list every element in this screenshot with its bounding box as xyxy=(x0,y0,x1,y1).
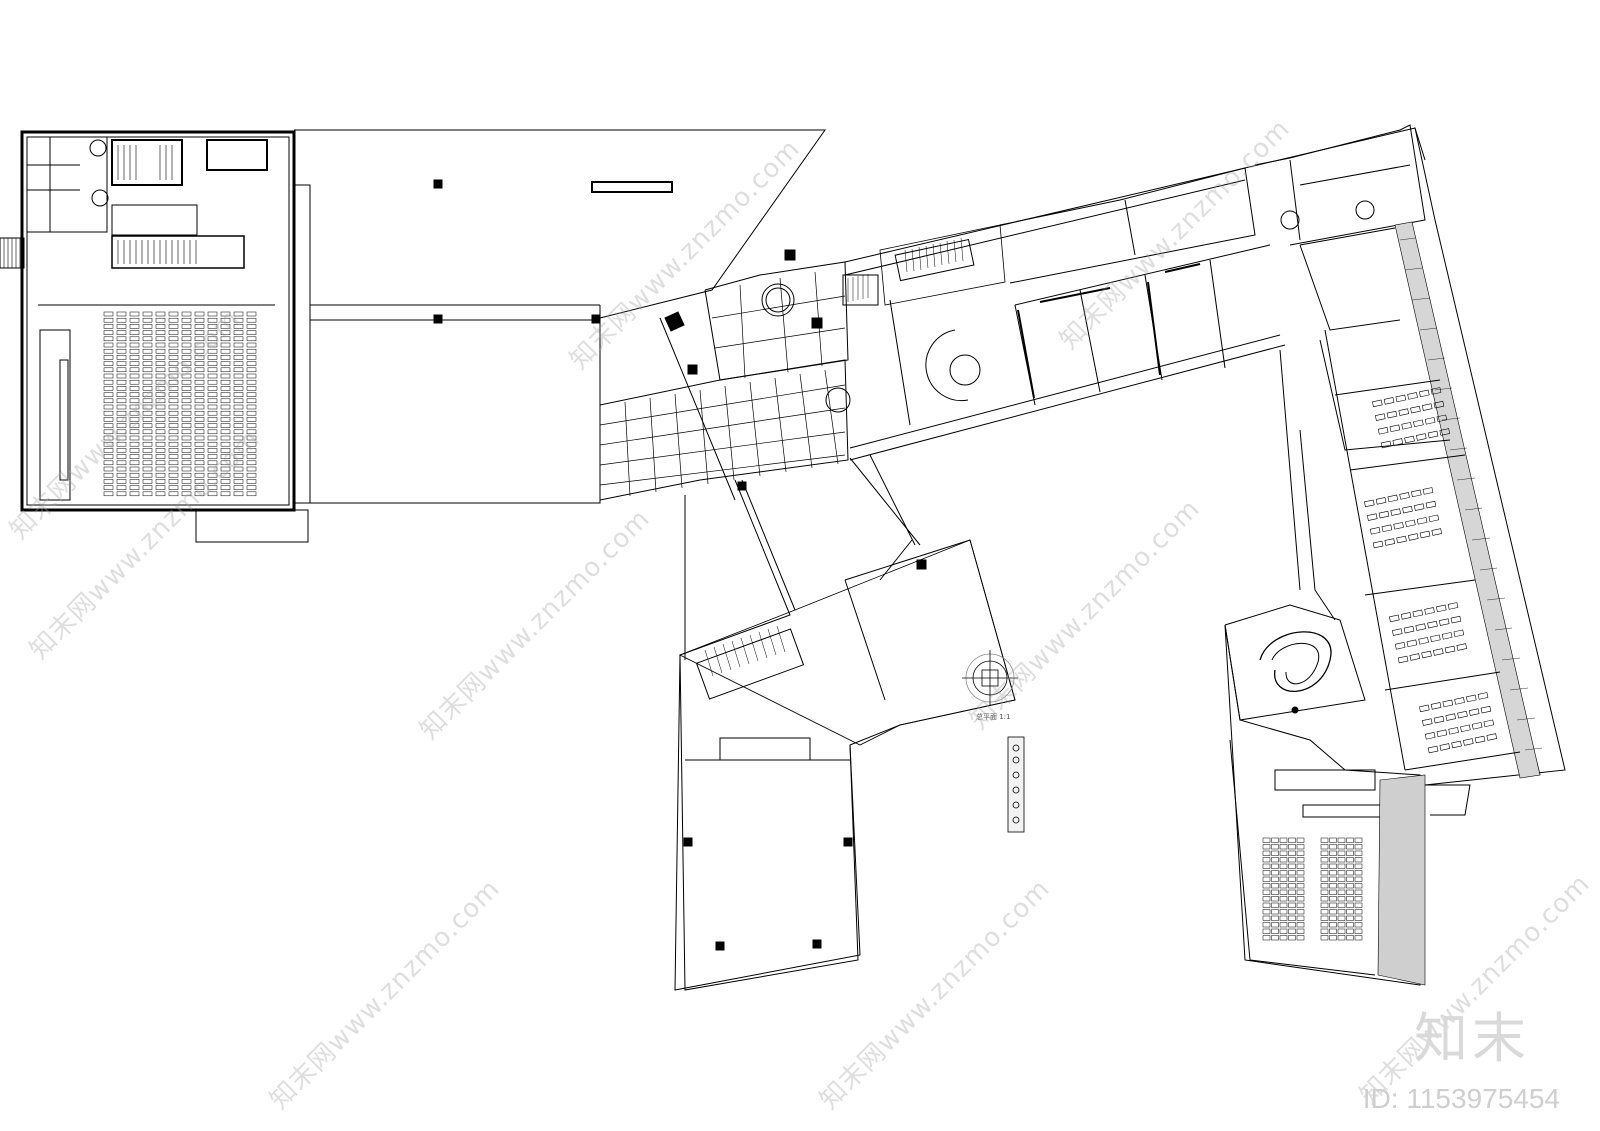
east-wing-classrooms xyxy=(1224,127,1566,986)
central-lobby xyxy=(599,249,851,660)
auditorium-block xyxy=(0,130,309,543)
north-east-wing xyxy=(842,124,1426,461)
scale-legend-strip xyxy=(1007,736,1025,833)
south-pavilion xyxy=(674,454,1016,991)
north-arrow-compass xyxy=(962,650,1018,706)
brand-logo: 知末 xyxy=(1414,1007,1530,1070)
compass-caption: 总平面 1:1 xyxy=(976,713,1011,721)
bridge-connector xyxy=(293,129,826,504)
drawing-id: ID: 1153975454 xyxy=(1362,1083,1560,1114)
